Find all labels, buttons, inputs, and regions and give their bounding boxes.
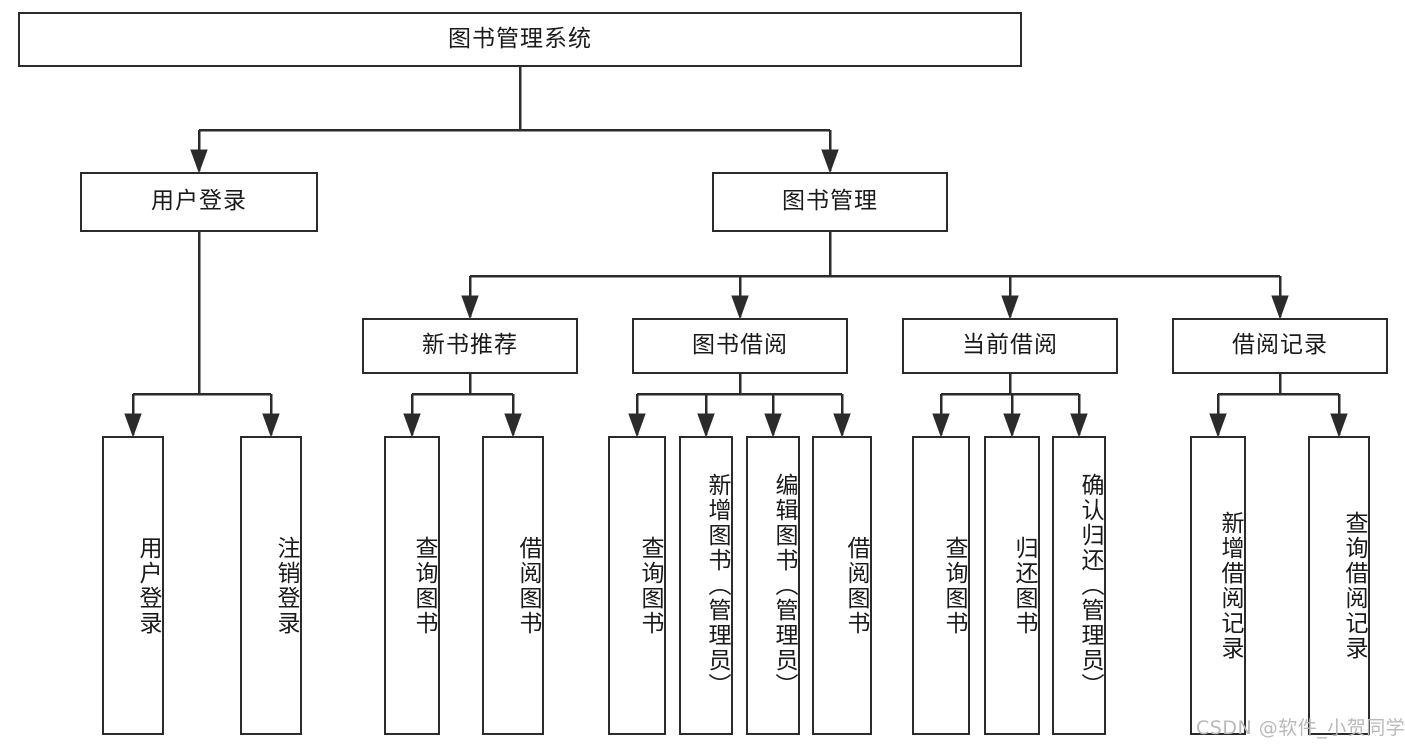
node-borrow-record: 借阅记录	[1172, 318, 1388, 374]
node-label: 图书管理	[782, 188, 878, 215]
node-current-borrow: 当前借阅	[902, 318, 1118, 374]
node-label: 注销登录	[273, 535, 299, 636]
node-label: 查询图书	[637, 535, 663, 636]
watermark-label: CSDN @软件_小贺同学	[1196, 717, 1405, 739]
node-label: 确认归还（管理员）	[1077, 473, 1103, 698]
node-leaf-query-record: 查询借阅记录	[1308, 436, 1370, 735]
node-leaf-edit-book: 编辑图书（管理员）	[746, 436, 800, 735]
node-leaf-confirm-return: 确认归还（管理员）	[1052, 436, 1106, 735]
node-label: 新增图书（管理员）	[704, 473, 730, 698]
node-label: 用户登录	[151, 188, 247, 215]
node-label: 当前借阅	[962, 332, 1058, 359]
node-leaf-return-book: 归还图书	[984, 436, 1040, 735]
node-new-book-rec: 新书推荐	[362, 318, 578, 374]
node-book-borrow: 图书借阅	[632, 318, 848, 374]
node-leaf-query-book-3: 查询图书	[912, 436, 970, 735]
node-label: 借阅图书	[843, 535, 869, 636]
node-leaf-add-book: 新增图书（管理员）	[679, 436, 733, 735]
node-label: 归还图书	[1011, 535, 1037, 636]
node-label: 借阅图书	[515, 535, 541, 636]
node-leaf-borrow-book-2: 借阅图书	[812, 436, 872, 735]
node-root: 图书管理系统	[18, 12, 1022, 67]
node-leaf-borrow-book-1: 借阅图书	[482, 436, 544, 735]
node-label: 图书管理系统	[448, 25, 592, 52]
node-label: 查询图书	[941, 535, 967, 636]
node-label: 新增借阅记录	[1217, 510, 1243, 661]
node-leaf-user-logout: 注销登录	[240, 436, 302, 735]
node-label: 查询图书	[411, 535, 437, 636]
node-label: 查询借阅记录	[1341, 510, 1367, 661]
node-label: 新书推荐	[422, 332, 518, 359]
node-leaf-user-login: 用户登录	[102, 436, 164, 735]
node-label: 借阅记录	[1232, 332, 1328, 359]
node-leaf-query-book-1: 查询图书	[384, 436, 440, 735]
node-leaf-query-book-2: 查询图书	[608, 436, 666, 735]
node-leaf-add-record: 新增借阅记录	[1190, 436, 1246, 735]
node-user-login: 用户登录	[80, 172, 318, 232]
node-book-manage: 图书管理	[712, 172, 948, 232]
node-label: 图书借阅	[692, 332, 788, 359]
node-label: 用户登录	[135, 535, 161, 636]
node-label: 编辑图书（管理员）	[771, 473, 797, 698]
